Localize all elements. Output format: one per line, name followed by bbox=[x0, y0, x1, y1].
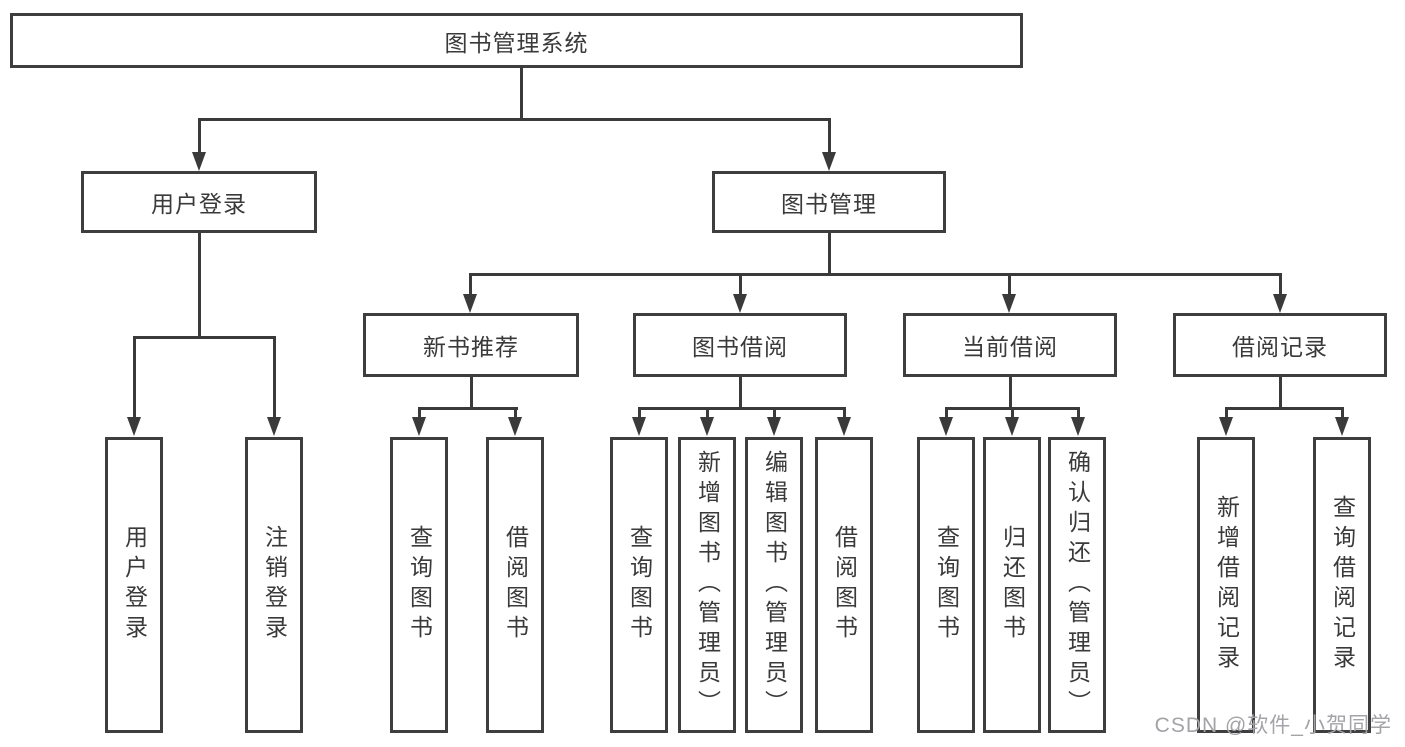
node-book-borrow: 图书借阅 bbox=[633, 313, 847, 377]
connector-line bbox=[418, 407, 518, 410]
connector-line bbox=[273, 336, 276, 418]
connector-line bbox=[133, 336, 276, 339]
node-label: 用户登录 bbox=[151, 191, 247, 217]
connector-line bbox=[1225, 407, 1228, 418]
arrow-down-icon bbox=[700, 417, 714, 436]
arrow-down-icon bbox=[127, 417, 141, 436]
connector-line bbox=[773, 407, 776, 418]
watermark: CSDN @软件_小贺同学 bbox=[1154, 714, 1392, 737]
leaf-label: 新增图书（管理员） bbox=[694, 450, 721, 720]
connector-line bbox=[843, 407, 846, 418]
connector-line bbox=[828, 233, 831, 273]
leaf-label: 查询图书 bbox=[933, 525, 960, 645]
leaf-label: 查询图书 bbox=[626, 525, 653, 645]
node-current-borrow: 当前借阅 bbox=[903, 313, 1117, 377]
connector-line bbox=[638, 407, 846, 410]
connector-line bbox=[739, 377, 742, 407]
leaf-return-books: 归还图书 bbox=[983, 437, 1041, 733]
arrow-down-icon bbox=[463, 294, 477, 313]
leaf-query-books-borrow: 查询图书 bbox=[610, 437, 668, 733]
connector-line bbox=[133, 336, 136, 418]
leaf-user-login: 用户登录 bbox=[105, 437, 163, 733]
arrow-down-icon bbox=[733, 294, 747, 313]
leaf-borrow-books-recommend: 借阅图书 bbox=[486, 437, 544, 733]
connector-line bbox=[739, 273, 742, 294]
node-label: 当前借阅 bbox=[962, 334, 1058, 360]
leaf-label: 查询借阅记录 bbox=[1329, 495, 1356, 675]
arrow-down-icon bbox=[1273, 294, 1287, 313]
connector-line bbox=[418, 407, 421, 418]
arrow-down-icon bbox=[192, 152, 206, 171]
leaf-label: 注销登录 bbox=[261, 525, 288, 645]
connector-line bbox=[1008, 273, 1011, 294]
node-label: 图书借阅 bbox=[692, 334, 788, 360]
arrow-down-icon bbox=[1071, 417, 1085, 436]
leaf-label: 确认归还（管理员） bbox=[1064, 450, 1091, 720]
connector-line bbox=[469, 273, 472, 294]
arrow-down-icon bbox=[1005, 417, 1019, 436]
leaf-query-borrow-record: 查询借阅记录 bbox=[1313, 437, 1371, 733]
leaf-label: 新增借阅记录 bbox=[1213, 495, 1240, 675]
arrow-down-icon bbox=[767, 417, 781, 436]
leaf-label: 借阅图书 bbox=[502, 525, 529, 645]
arrow-down-icon bbox=[1335, 417, 1349, 436]
connector-line bbox=[638, 407, 641, 418]
leaf-label: 编辑图书（管理员） bbox=[761, 450, 788, 720]
connector-line bbox=[1279, 273, 1282, 294]
node-user-login: 用户登录 bbox=[81, 171, 317, 233]
arrow-down-icon bbox=[837, 417, 851, 436]
leaf-label: 查询图书 bbox=[406, 525, 433, 645]
node-root-library-system: 图书管理系统 bbox=[10, 13, 1023, 68]
leaf-label: 借阅图书 bbox=[831, 525, 858, 645]
arrow-down-icon bbox=[632, 417, 646, 436]
leaf-confirm-return-admin: 确认归还（管理员） bbox=[1048, 437, 1106, 733]
arrow-down-icon bbox=[508, 417, 522, 436]
leaf-borrow-books: 借阅图书 bbox=[815, 437, 873, 733]
connector-line bbox=[1341, 407, 1344, 418]
connector-line bbox=[198, 118, 201, 152]
arrow-down-icon bbox=[939, 417, 953, 436]
arrow-down-icon bbox=[412, 417, 426, 436]
leaf-add-books-admin: 新增图书（管理员） bbox=[678, 437, 736, 733]
connector-line bbox=[1225, 407, 1343, 410]
node-borrow-records: 借阅记录 bbox=[1173, 313, 1387, 377]
connector-line bbox=[1077, 407, 1080, 418]
node-book-management: 图书管理 bbox=[712, 171, 946, 233]
leaf-label: 归还图书 bbox=[999, 525, 1026, 645]
connector-line bbox=[1009, 377, 1012, 407]
leaf-query-books-current: 查询图书 bbox=[917, 437, 975, 733]
connector-line bbox=[945, 407, 948, 418]
connector-line bbox=[198, 118, 831, 121]
leaf-label: 用户登录 bbox=[121, 525, 148, 645]
node-label: 新书推荐 bbox=[423, 334, 519, 360]
node-label: 图书管理 bbox=[781, 191, 877, 217]
node-label: 图书管理系统 bbox=[444, 29, 589, 56]
leaf-add-borrow-record: 新增借阅记录 bbox=[1197, 437, 1255, 733]
connector-line bbox=[706, 407, 709, 418]
leaf-logout-login: 注销登录 bbox=[245, 437, 303, 733]
connector-line bbox=[198, 233, 201, 336]
connector-line bbox=[1011, 407, 1014, 418]
connector-line bbox=[1279, 377, 1282, 407]
connector-line bbox=[520, 66, 523, 118]
arrow-down-icon bbox=[1219, 417, 1233, 436]
leaf-edit-books-admin: 编辑图书（管理员） bbox=[745, 437, 803, 733]
arrow-down-icon bbox=[822, 152, 836, 171]
connector-line bbox=[469, 273, 1282, 276]
arrow-down-icon bbox=[1002, 294, 1016, 313]
leaf-query-books-recommend: 查询图书 bbox=[390, 437, 448, 733]
node-label: 借阅记录 bbox=[1232, 334, 1328, 360]
arrow-down-icon bbox=[267, 417, 281, 436]
connector-line bbox=[470, 377, 473, 407]
connector-line bbox=[514, 407, 517, 418]
connector-line bbox=[828, 118, 831, 152]
node-new-book-recommend: 新书推荐 bbox=[363, 313, 579, 377]
